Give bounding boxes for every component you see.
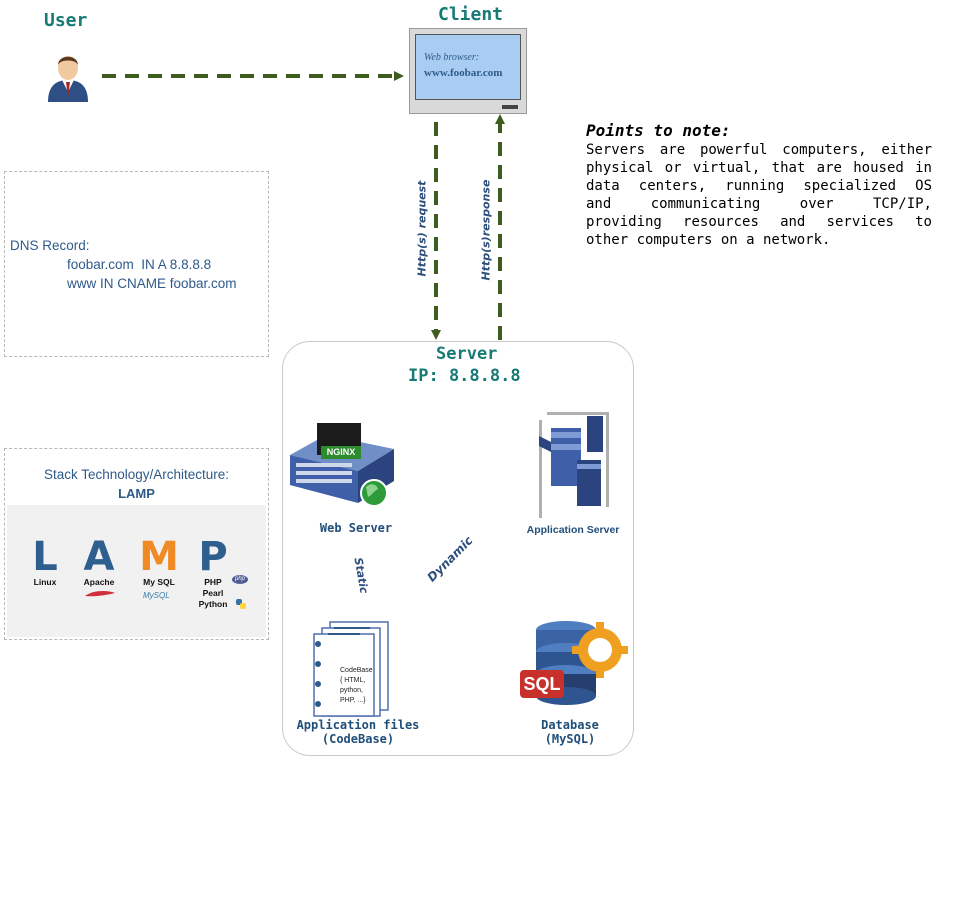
application-files-line1: Application files [296, 718, 420, 732]
nginx-badge: NGINX [321, 446, 361, 459]
notes-line: Servers are powerful computers, either [586, 142, 932, 158]
lamp-letter-m: M [139, 534, 179, 580]
notes-line: providing resources and services to [586, 214, 932, 230]
client-title: Client [438, 4, 504, 25]
python-logo-icon [236, 599, 246, 609]
notes-title: Points to note: [586, 121, 731, 140]
user-title: User [44, 10, 88, 31]
dns-record-box: DNS Record: foobar.com IN A 8.8.8.8 www … [4, 171, 269, 357]
codebase-line: { HTML, [340, 677, 366, 684]
dns-record-cname: www IN CNAME foobar.com [67, 276, 237, 291]
codebase-line: CodeBase [340, 667, 373, 674]
lamp-tech-php: PHP Pearl Python [198, 577, 228, 609]
application-server-icon [539, 412, 609, 518]
database-line1: Database [541, 718, 599, 732]
lamp-letter-a: A [83, 534, 115, 580]
application-files-line2: (CodeBase) [321, 732, 395, 746]
notes-line: and communicating over TCP/IP, [586, 196, 932, 212]
monitor-power-slot [502, 105, 518, 109]
application-files-label: Application files (CodeBase) [286, 718, 430, 746]
application-server-label: Application Server [526, 524, 620, 536]
codebase-line: python, [340, 687, 363, 694]
browser-url: www.foobar.com [424, 67, 503, 79]
lamp-letter-l: L [32, 534, 58, 580]
lamp-tech-apache: Apache [83, 577, 115, 587]
dns-record-a: foobar.com IN A 8.8.8.8 [67, 257, 212, 272]
web-server-label: Web Server [319, 521, 393, 535]
apache-feather-icon [85, 591, 115, 597]
nginx-server-icon [290, 423, 394, 507]
sql-badge: SQL [520, 670, 564, 698]
notes-line: other computers on a network. [586, 232, 831, 248]
stack-box: Stack Technology/Architecture: LAMP L Li… [4, 448, 269, 640]
stack-title: Stack Technology/Architecture: [43, 467, 230, 482]
database-line2: (MySQL) [544, 732, 596, 746]
notes-line: physical or virtual, that are housed in [586, 160, 932, 176]
browser-label: Web browser: [424, 52, 480, 63]
php-logo: php [232, 575, 248, 584]
lamp-panel: L Linux A Apache M My SQL MySQL P PHP Pe… [7, 505, 266, 637]
lamp-tech-mysql: My SQL [143, 577, 175, 587]
request-label: Http(s) request [415, 180, 429, 277]
stack-name: LAMP [118, 486, 155, 501]
database-icon [536, 621, 628, 705]
lamp-tech-linux: Linux [33, 577, 57, 587]
server-ip: IP: 8.8.8.8 [408, 366, 521, 386]
notes-line: data centers, running specialized OS [586, 178, 932, 194]
dns-label: DNS Record: [10, 238, 90, 253]
response-label: Http(s)response [479, 179, 493, 281]
monitor-icon: Web browser: www.foobar.com [409, 28, 527, 114]
lamp-letter-p: P [198, 534, 228, 580]
codebase-line: PHP, ...} [340, 697, 366, 704]
database-label: Database (MySQL) [520, 718, 620, 746]
server-title: Server [436, 344, 498, 364]
codebase-text: CodeBase { HTML, python, PHP, ...} [340, 666, 373, 706]
codebase-files-icon [313, 621, 389, 717]
notes-body: Servers are powerful computers, either p… [586, 141, 932, 249]
mysql-logo: MySQL [143, 591, 170, 600]
monitor-screen [415, 34, 521, 100]
user-icon [48, 56, 88, 102]
